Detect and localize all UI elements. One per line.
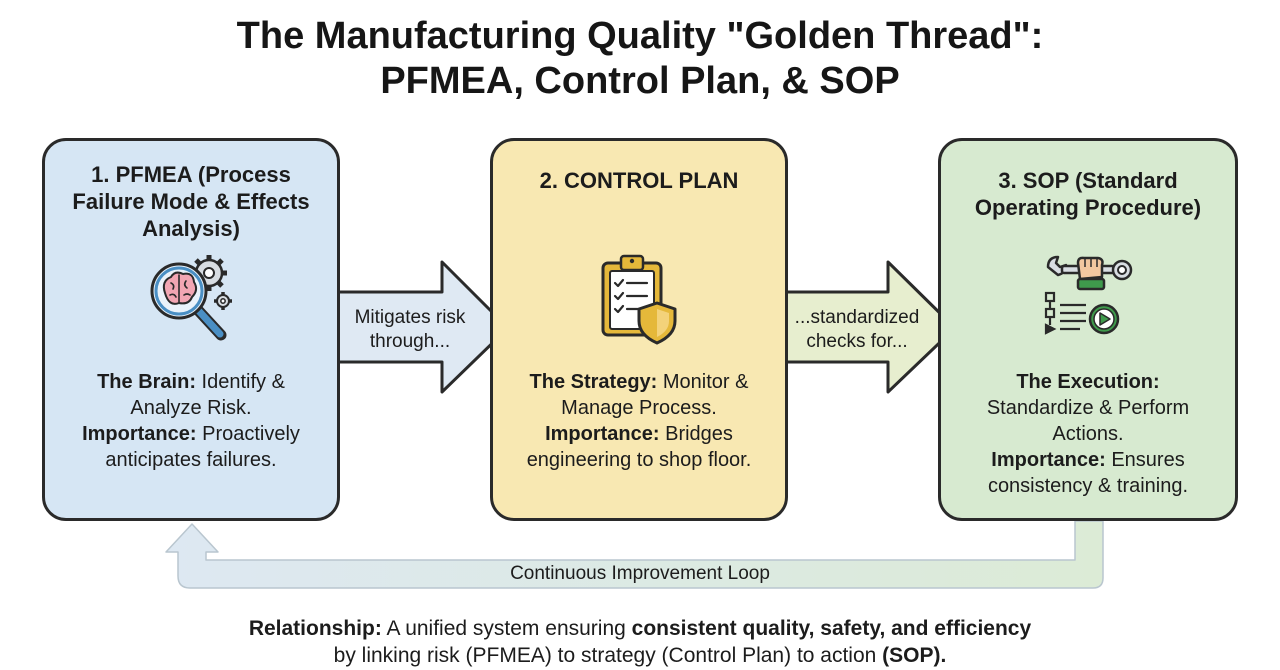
diagram-title: The Manufacturing Quality "Golden Thread… — [0, 14, 1280, 104]
arrow-label-2: ...standardized checks for... — [794, 307, 920, 352]
arrow-label-1: Mitigates risk through... — [354, 307, 466, 352]
pfmea-description: The Brain: Identify & Analyze Risk. Impo… — [82, 371, 300, 471]
pfmea-card: 1. PFMEA (Process Failure Mode & Effects… — [42, 138, 340, 521]
wrench-hand-flowchart-play-icon — [1044, 255, 1133, 335]
relationship-statement: Relationship: A unified system ensuring … — [248, 617, 1032, 667]
title-line-2: PFMEA, Control Plan, & SOP — [380, 60, 900, 102]
sop-card: 3. SOP (Standard Operating Procedure) — [938, 138, 1238, 521]
continuous-improvement-loop-arrow — [165, 520, 1104, 589]
sop-heading: 3. SOP (Standard Operating Procedure) — [974, 168, 1202, 220]
control-plan-heading: 2. CONTROL PLAN — [539, 168, 739, 193]
sop-description: The Execution: Standardize & Perform Act… — [986, 371, 1190, 497]
pfmea-heading: 1. PFMEA (Process Failure Mode & Effects… — [72, 162, 310, 241]
relationship-label: Relationship: — [248, 617, 382, 640]
control-plan-card: 2. CONTROL PLAN The Strategy: Monitor & … — [490, 138, 788, 521]
title-line-1: The Manufacturing Quality "Golden Thread… — [236, 15, 1044, 57]
control-plan-description: The Strategy: Monitor & Manage Process. … — [526, 371, 752, 471]
continuous-improvement-label: Continuous Improvement Loop — [510, 563, 770, 584]
clipboard-shield-icon — [601, 254, 677, 345]
brain-magnifier-gears-icon — [150, 255, 232, 341]
